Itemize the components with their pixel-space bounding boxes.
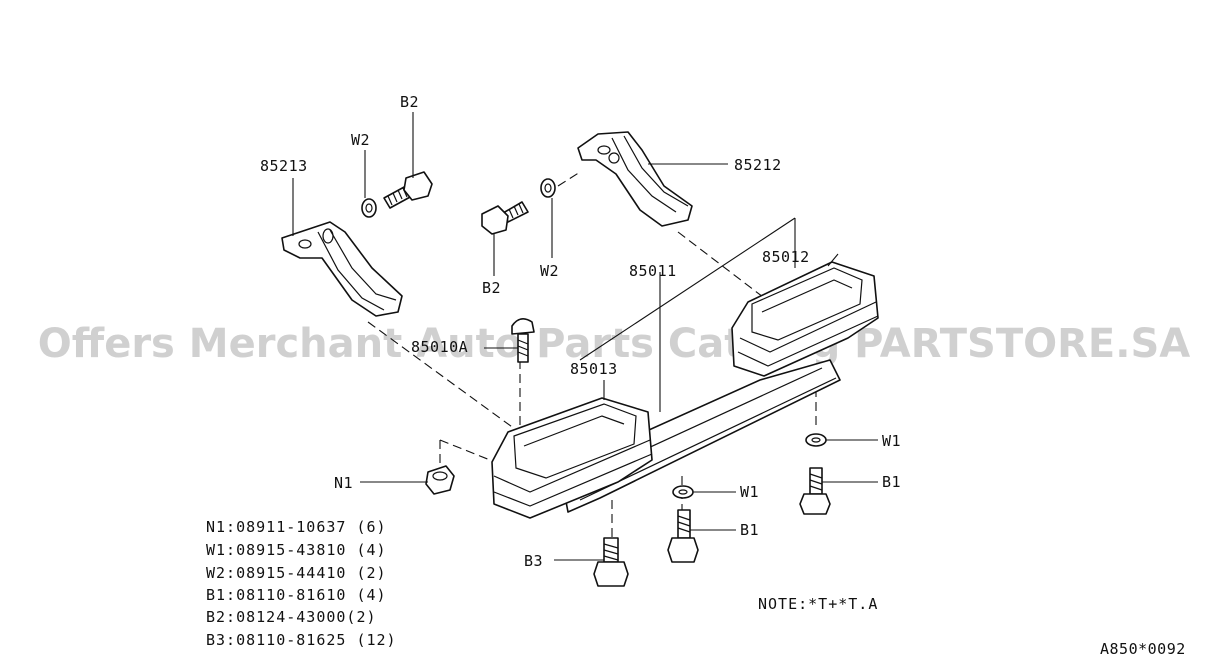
label-w2-left: W2 bbox=[351, 131, 370, 149]
bolt-b2-top bbox=[383, 112, 433, 209]
label-85010a: 85010A bbox=[411, 338, 468, 356]
label-85212: 85212 bbox=[734, 156, 782, 174]
legend-row: W2:08915-44410 (2) bbox=[206, 564, 387, 582]
bracket-85212 bbox=[577, 131, 728, 227]
label-85013: 85013 bbox=[570, 360, 618, 378]
washer-w1-mid bbox=[672, 485, 736, 499]
parts-legend: N1:08911-10637 (6) W1:08915-43810 (4) W2… bbox=[206, 518, 397, 649]
bracket-85213 bbox=[281, 178, 403, 317]
label-b1-mid: B1 bbox=[740, 521, 759, 539]
bolt-b3 bbox=[554, 537, 629, 587]
label-b2-mid: B2 bbox=[482, 279, 501, 297]
assembly-lines bbox=[367, 171, 817, 538]
label-85213: 85213 bbox=[260, 157, 308, 175]
legend-row: B3:08110-81625 (12) bbox=[206, 631, 397, 649]
washer-w1-right bbox=[805, 433, 878, 447]
label-b2-top: B2 bbox=[400, 93, 419, 111]
screw-85010a bbox=[484, 318, 535, 363]
label-w1-mid: W1 bbox=[740, 483, 759, 501]
label-w2-mid: W2 bbox=[540, 262, 559, 280]
callout-labels: 85213 W2 B2 85212 B2 W2 85011 85012 8501… bbox=[260, 93, 901, 570]
end-cap-85012 bbox=[731, 253, 879, 377]
label-w1-right: W1 bbox=[882, 432, 901, 450]
end-cap-85013 bbox=[491, 380, 653, 519]
legend-row: N1:08911-10637 (6) bbox=[206, 518, 387, 536]
label-b3: B3 bbox=[524, 552, 543, 570]
legend-row: B2:08124-43000(2) bbox=[206, 608, 377, 626]
note-text: NOTE:*T+*T.A bbox=[758, 595, 878, 613]
bolt-b1-mid bbox=[667, 509, 736, 563]
watermark-text: Offers Merchant Auto Parts Catalog PARTS… bbox=[38, 321, 1190, 367]
label-85011: 85011 bbox=[629, 262, 677, 280]
label-b1-right: B1 bbox=[882, 473, 901, 491]
washer-w2-mid bbox=[540, 178, 556, 258]
legend-row: B1:08110-81610 (4) bbox=[206, 586, 387, 604]
diagram-code: A850*0092 bbox=[1100, 640, 1186, 658]
legend-row: W1:08915-43810 (4) bbox=[206, 541, 387, 559]
bolt-b2-mid bbox=[481, 201, 529, 276]
nut-n1 bbox=[360, 465, 455, 495]
washer-w2-left bbox=[361, 150, 377, 218]
bolt-b1-right bbox=[799, 467, 878, 515]
label-n1: N1 bbox=[334, 474, 353, 492]
label-85012: 85012 bbox=[762, 248, 810, 266]
